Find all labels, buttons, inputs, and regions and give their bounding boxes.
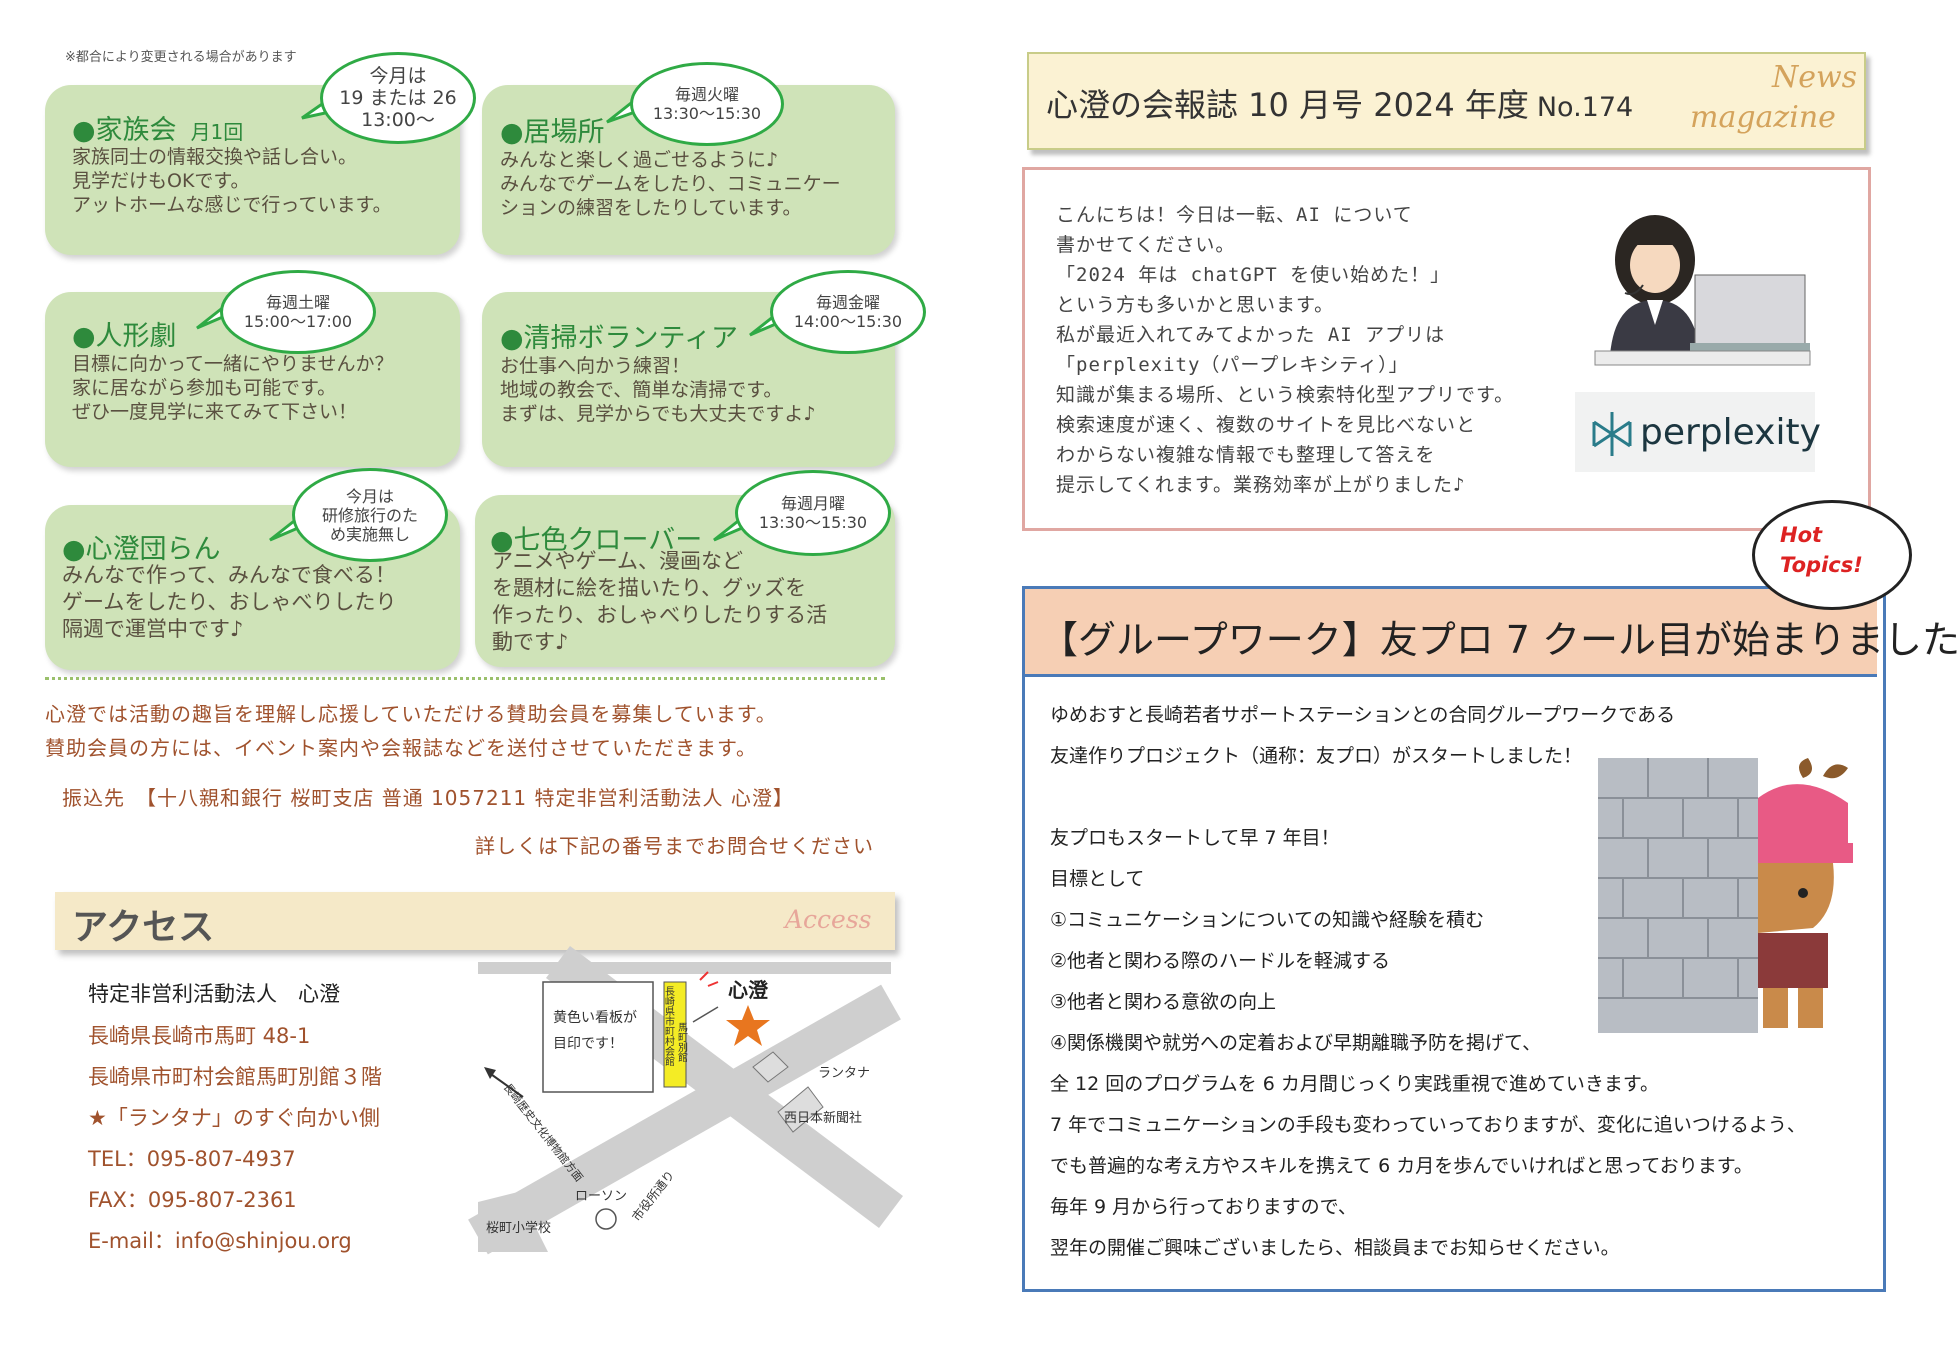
operator-illustration (1594, 215, 1811, 366)
phone-number[interactable]: TEL：095-807-4937 (88, 1147, 296, 1171)
email-link[interactable]: E-mail：info@shinjou.org (88, 1229, 352, 1253)
schedule-bubble-danran: 今月は 研修旅行のた め実施無し (292, 468, 448, 562)
masthead-news: News (1772, 60, 1858, 95)
access-map: 黄色い看板が 目印です！ 長崎県市町村会館 馬町別館 心澄 ランタナ 西日本新聞… (468, 946, 904, 1255)
perplexity-logo-icon (1592, 412, 1632, 456)
address-line-1: 長崎県長崎市馬町 48-1 (88, 1024, 311, 1048)
activity-body-ibasho: みんなと楽しく過ごせるように♪ みんなでゲームをしたり、コミュニケー ションの練… (500, 149, 841, 219)
wall-character-illustration (1598, 758, 1853, 1033)
topic-line: 毎年 9 月から行っておりますので、 (1050, 1196, 1357, 1218)
schedule-bubble-puppet: 毎週土曜 15:00～17:00 (220, 270, 376, 354)
schedule-bubble-cleaning: 毎週金曜 14:00～15:30 (770, 270, 926, 354)
topic-line: 翌年の開催ご興味ございましたら、相談員までお知らせください。 (1050, 1237, 1620, 1259)
map-label-lantana: ランタナ (818, 1066, 870, 1081)
map-label-nishinippon: 西日本新聞社 (784, 1110, 862, 1126)
activity-body-family: 家族同士の情報交換や話し合い。 見学だけもOKです。 アットホームな感じで行って… (72, 146, 392, 216)
issue-number: No.174 (1536, 92, 1634, 123)
map-label-office: 心澄 (728, 978, 769, 1002)
map-label-lawson: ローソン (575, 1189, 627, 1204)
fax-number: FAX：095-807-2361 (88, 1188, 297, 1212)
activity-body-clover: アニメやゲーム、漫画など を題材に絵を描いたり、グッズを 作ったり、おしゃべりし… (492, 549, 828, 654)
activity-body-puppet: 目標に向かって一緒にやりませんか？ 家に居ながら参加も可能です。 ぜひ一度見学に… (72, 353, 394, 423)
landmark: ★「ランタナ」のすぐ向かい側 (88, 1106, 380, 1130)
section-divider (45, 677, 885, 680)
schedule-bubble-clover: 毎週月曜 13:30～15:30 (735, 470, 891, 556)
schedule-note: ※都合により変更される場合があります (65, 50, 297, 65)
activity-body-cleaning: お仕事へ向かう練習！ 地域の教会で、簡単な清掃です。 まずは、見学からでも大丈夫… (500, 355, 816, 425)
map-label-school: 桜町小学校 (486, 1220, 551, 1236)
masthead-magazine: magazine (1690, 100, 1836, 135)
topic-line: ゆめおすと長崎若者サポートステーションとの合同グループワークである (1050, 704, 1676, 726)
hot-topics-label: Hot Topics! (1780, 523, 1863, 577)
map-label-building-b: 馬町別館 (676, 1022, 688, 1063)
map-label-building-a: 長崎県市町村会館 (663, 986, 675, 1067)
map-label-sign-note-2: 目印です！ (553, 1036, 623, 1052)
topic-line: 7 年でコミュニケーションの手段も変わっていっておりますが、変化に追いつけるよう… (1050, 1114, 1806, 1136)
topic-line: 全 12 回のプログラムを 6 カ月間じっくり実践重視で進めていきます。 (1050, 1073, 1659, 1095)
masthead-box (1027, 52, 1866, 150)
activity-title-family: ●家族会月1回 (72, 115, 244, 146)
activity-body-danran: みんなで作って、みんなで食べる！ ゲームをしたり、おしゃべりしたり 隔週で運営中… (62, 563, 397, 641)
topic-line: でも普遍的な考え方やスキルを携えて 6 カ月を歩んでいければと思っております。 (1050, 1155, 1753, 1177)
topic-line: 友プロもスタートして早 7 年目！ (1050, 827, 1340, 849)
topic-title: 【グループワーク】友プロ 7 クール目が始まりました (1040, 618, 1960, 662)
activity-title-clover: ●七色クローバー (490, 525, 703, 556)
address-line-2: 長崎県市町村会館馬町別館３階 (88, 1065, 382, 1089)
org-name: 特定非営利活動法人 心澄 (88, 982, 340, 1006)
activity-title-cleaning: ●清掃ボランティア (500, 323, 738, 354)
map-label-sign-note-1: 黄色い看板が (553, 1009, 637, 1026)
topic-line: ②他者と関わる際のハードルを軽減する (1050, 950, 1391, 972)
sponsor-line-2: 賛助会員の方には、イベント案内や会報誌などを送付させていただきます。 (45, 736, 757, 760)
activity-title-ibasho: ●居場所 (500, 117, 605, 148)
topic-line: 目標として (1050, 868, 1145, 890)
ai-column-text: こんにちは！今日は一転、AI について 書かせてください。 「2024 年は c… (1056, 204, 1515, 496)
schedule-bubble-ibasho: 毎週火曜 13:30～15:30 (630, 62, 784, 146)
access-title: アクセス (72, 907, 215, 948)
schedule-bubble-family: 今月は 19 または 26 13:00～ (320, 52, 476, 144)
access-header-bar (55, 892, 895, 950)
inquiry-note: 詳しくは下記の番号までお問合せください (475, 834, 874, 858)
hot-topics-bubble (1752, 500, 1912, 610)
activity-title-puppet: ●人形劇 (72, 321, 177, 352)
topic-line: 友達作りプロジェクト（通称：友プロ）がスタートしました！ (1050, 745, 1583, 767)
access-title-en: Access (785, 905, 872, 934)
activity-title-danran: ●心澄団らん (62, 534, 221, 565)
topic-line: ①コミュニケーションについての知識や経験を積む (1050, 909, 1485, 931)
topic-line: ④関係機関や就労への定着および早期離職予防を掲げて、 (1050, 1032, 1542, 1054)
perplexity-logo-text: perplexity (1640, 412, 1821, 453)
bank-transfer-info: 振込先 【十八親和銀行 桜町支店 普通 1057211 特定非営利活動法人 心澄… (62, 786, 794, 810)
topic-line: ③他者と関わる意欲の向上 (1050, 991, 1277, 1013)
topic-header (1025, 589, 1877, 677)
sponsor-line-1: 心澄では活動の趣旨を理解し応援していただける賛助会員を募集しています。 (45, 702, 777, 726)
